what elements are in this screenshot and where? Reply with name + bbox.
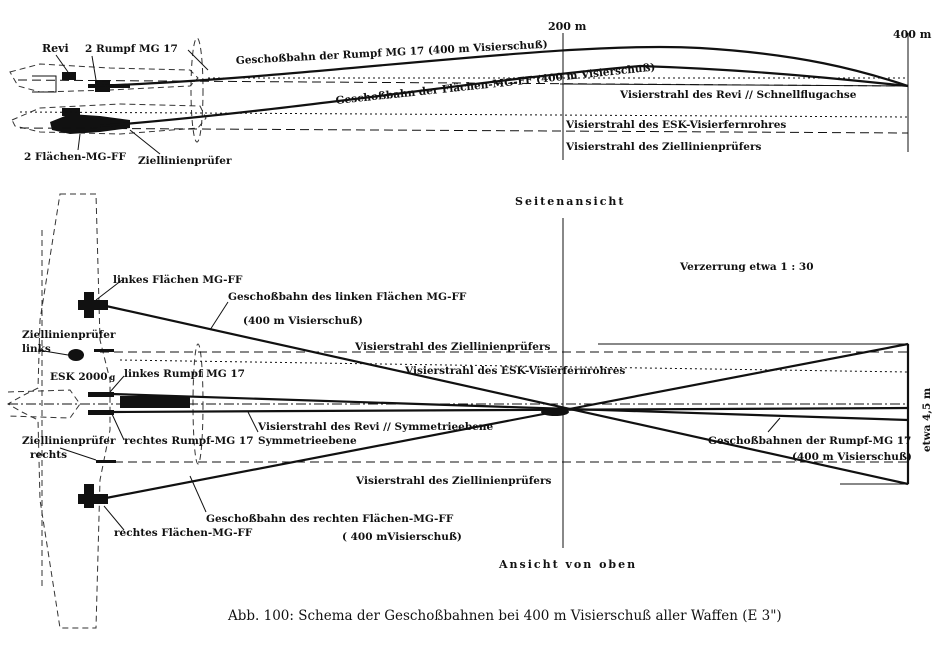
right-mg17-trajectory (111, 406, 909, 414)
right-mg17-shape (88, 410, 114, 415)
left-mgff-trajectory-sub: (400 m Visierschuß) (243, 315, 363, 327)
zlp-sightline-label: Visierstrahl des Ziellinienprüfers (565, 141, 762, 153)
zlp-left-label-1: Ziellinienprüfer (22, 329, 116, 341)
side-view-title: Seitenansicht (515, 195, 625, 208)
marker-400m-label: 400 m (893, 28, 932, 41)
left-mg17-trajectory (111, 392, 909, 422)
revi-sight (62, 72, 76, 80)
flaechen-mgff-trajectory (99, 64, 909, 128)
top-view: Verzerrung etwa 1 : 30 etwa 4, (6, 193, 933, 629)
marker-200m-label: 200 m (548, 20, 587, 33)
symmetry-label: Symmetrieebene (258, 435, 357, 447)
cockpit-bracket (32, 75, 57, 93)
zlp-sight-line-side (19, 127, 909, 134)
zlp-right-label-2: rechts (30, 449, 67, 461)
revi-label: Revi (42, 42, 69, 55)
side-view: 200 m 400 m Revi 2 Rumpf MG 17 2 Flächen… (9, 20, 932, 208)
zlp-right-sightline-label: Visierstrahl des Ziellinienprüfers (355, 475, 552, 487)
aircraft-planform (6, 193, 111, 629)
spread-label: etwa 4,5 m (921, 388, 933, 452)
esk-sight-line-side (19, 111, 909, 118)
revi-symmetry-label: Visierstrahl des Revi // Symmetrieebene (257, 421, 493, 433)
right-mg17-label: rechtes Rumpf-MG 17 (124, 435, 254, 447)
right-mgff-trajectory-label: Geschoßbahn des rechten Flächen-MG-FF (206, 513, 454, 525)
zlp-left-label-2: links (22, 343, 51, 355)
right-mgff-trajectory (105, 342, 909, 500)
esk-sightline-label: Visierstrahl des ESK-Visierfernrohres (565, 119, 786, 131)
rumpf-trajectory-label: Geschoßbahn der Rumpf MG 17 (400 m Visie… (236, 39, 548, 67)
right-mgff-trajectory-sub: ( 400 mVisierschuß) (342, 531, 462, 543)
distortion-note: Verzerrung etwa 1 : 30 (679, 261, 814, 273)
flaechen-mgff-label: 2 Flächen-MG-FF (24, 151, 127, 163)
convergence-point (541, 408, 569, 416)
left-mg17-label: linkes Rumpf MG 17 (124, 368, 245, 380)
revi-sight-line-side (17, 79, 909, 87)
rumpf-mg17-label: 2 Rumpf MG 17 (85, 43, 178, 55)
zlp-left-sightline-label: Visierstrahl des Ziellinienprüfers (354, 341, 551, 353)
revi-sightline-label: Visierstrahl des Revi // Schnellflugachs… (619, 89, 857, 101)
figure-caption: Abb. 100: Schema der Geschoßbahnen bei 4… (227, 608, 782, 624)
ziellinienpruefer-side-label: Ziellinienprüfer (138, 155, 232, 167)
esk-shape (120, 396, 190, 408)
rumpf-mg17-trajectory (87, 45, 909, 88)
left-mgff-label: linkes Flächen MG-FF (113, 274, 243, 286)
fuselage-outline-upper (9, 63, 199, 93)
left-mgff-trajectory (105, 304, 909, 486)
zlp-right-label-1: Ziellinienprüfer (22, 435, 116, 447)
top-view-title: Ansicht von oben (498, 558, 637, 571)
zlp-left-shape (68, 349, 84, 361)
mg17-trajectories-sub: (400 m Visierschuß) (792, 451, 912, 463)
esk-sightline-top-label: Visierstrahl des ESK-Visierfernrohres (404, 365, 625, 377)
left-mgff-trajectory-label: Geschoßbahn des linken Flächen MG-FF (228, 291, 467, 303)
nose-outline (7, 389, 81, 419)
right-mgff-label: rechtes Flächen-MG-FF (114, 527, 253, 539)
mg17-trajectories-label: Geschoßbahnen der Rumpf-MG 17 (708, 435, 911, 447)
propeller-disc (190, 37, 204, 143)
left-mg17-shape (88, 392, 114, 397)
